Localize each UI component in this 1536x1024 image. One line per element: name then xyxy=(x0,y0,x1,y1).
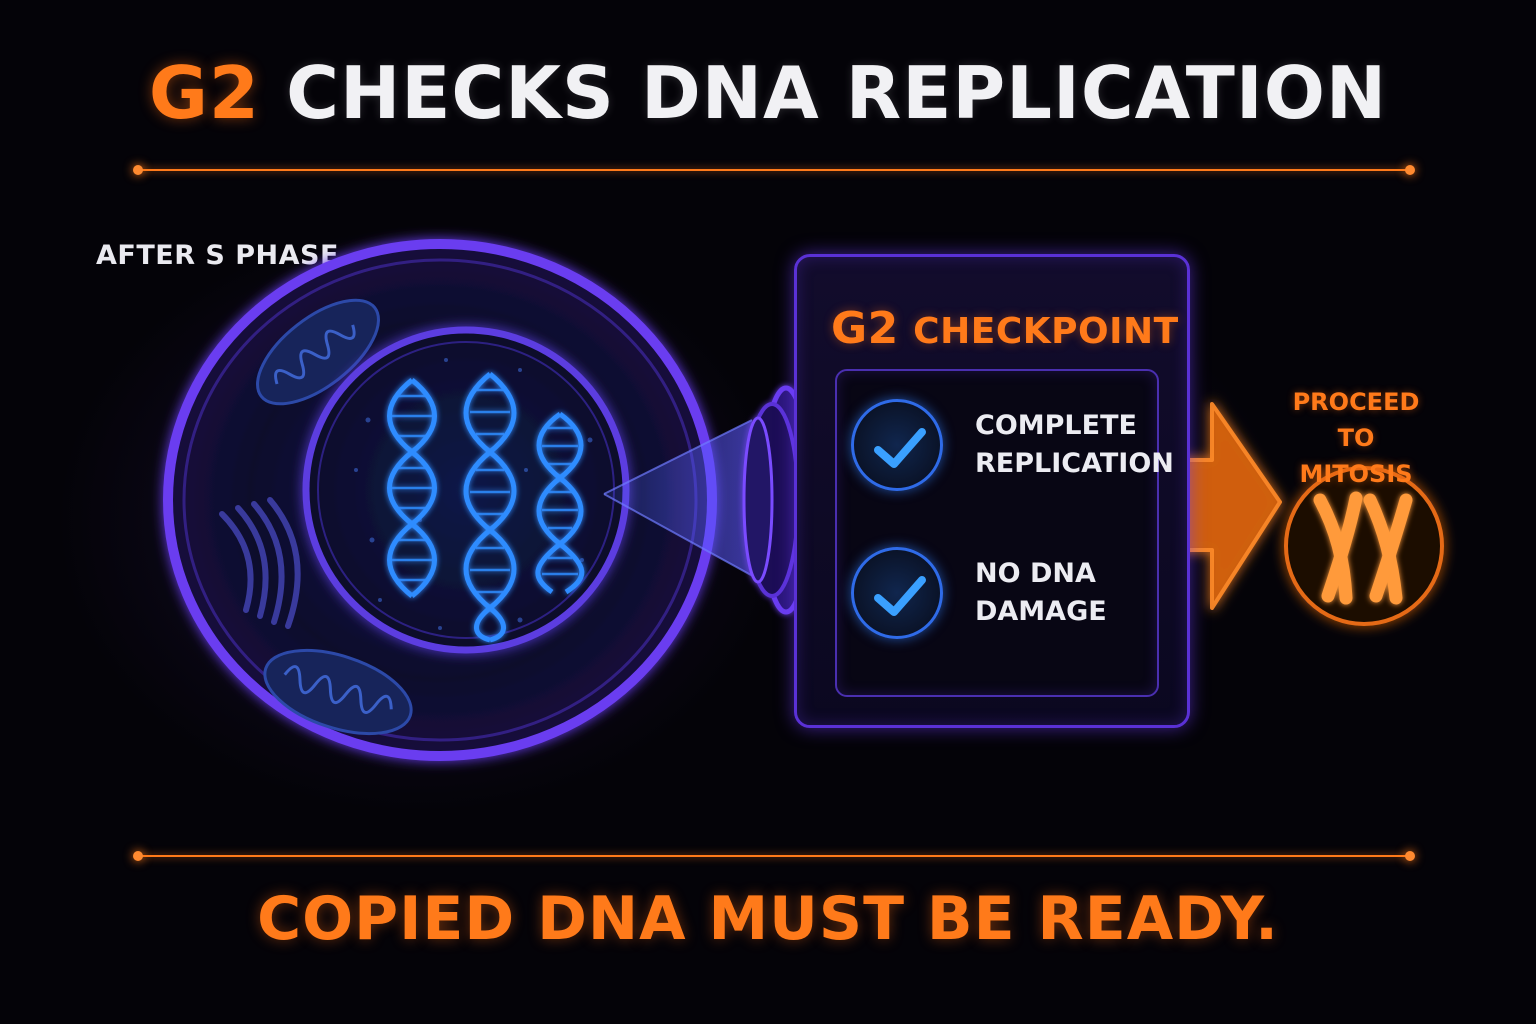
checkpoint-title-accent: G2 xyxy=(831,303,899,354)
checklist: COMPLETE REPLICATION NO DNA DAMAGE xyxy=(835,369,1174,697)
title-accent: G2 xyxy=(148,51,261,135)
g2-checkpoint-panel: G2 CHECKPOINT COMPLETE REPLICATION NO DN… xyxy=(794,254,1190,728)
footer-caption: COPIED DNA MUST BE READY. xyxy=(257,884,1279,954)
nucleus-speckles xyxy=(354,358,593,630)
mitochondrion-icon xyxy=(256,298,380,406)
page-title: G2 CHECKS DNA REPLICATION xyxy=(0,48,1536,138)
check-item-line1: COMPLETE xyxy=(975,410,1137,441)
check-item-label: COMPLETE REPLICATION xyxy=(975,407,1174,483)
check-item-label: NO DNA DAMAGE xyxy=(975,555,1155,631)
outcome-label: PROCEED TO MITOSIS xyxy=(1276,384,1436,492)
checkpoint-title: G2 CHECKPOINT xyxy=(831,303,1179,354)
mitochondrion-icon xyxy=(263,648,413,736)
check-icon xyxy=(851,547,943,639)
outcome-line1: PROCEED TO xyxy=(1292,388,1420,452)
bottom-divider xyxy=(133,851,1415,861)
checkpoint-title-rest: CHECKPOINT xyxy=(913,311,1179,352)
dna-helix-icon xyxy=(535,411,585,595)
check-icon xyxy=(851,399,943,491)
check-item-complete-replication: COMPLETE REPLICATION xyxy=(851,393,1174,503)
dna-helix-icon xyxy=(387,378,437,598)
outcome-line2: MITOSIS xyxy=(1299,460,1413,488)
golgi-icon xyxy=(219,497,301,629)
dna-helix-icon xyxy=(463,372,517,643)
cell-phase-label: AFTER S PHASE xyxy=(96,240,339,271)
check-item-no-dna-damage: NO DNA DAMAGE xyxy=(851,541,1151,651)
check-item-line2: REPLICATION xyxy=(975,448,1174,479)
scanner-beam xyxy=(604,420,760,580)
title-rest: CHECKS DNA REPLICATION xyxy=(286,51,1388,135)
top-divider xyxy=(133,165,1415,175)
chromosome-icon xyxy=(1284,466,1444,626)
check-item-line2: DAMAGE xyxy=(975,596,1107,627)
check-item-line1: NO DNA xyxy=(975,558,1096,589)
